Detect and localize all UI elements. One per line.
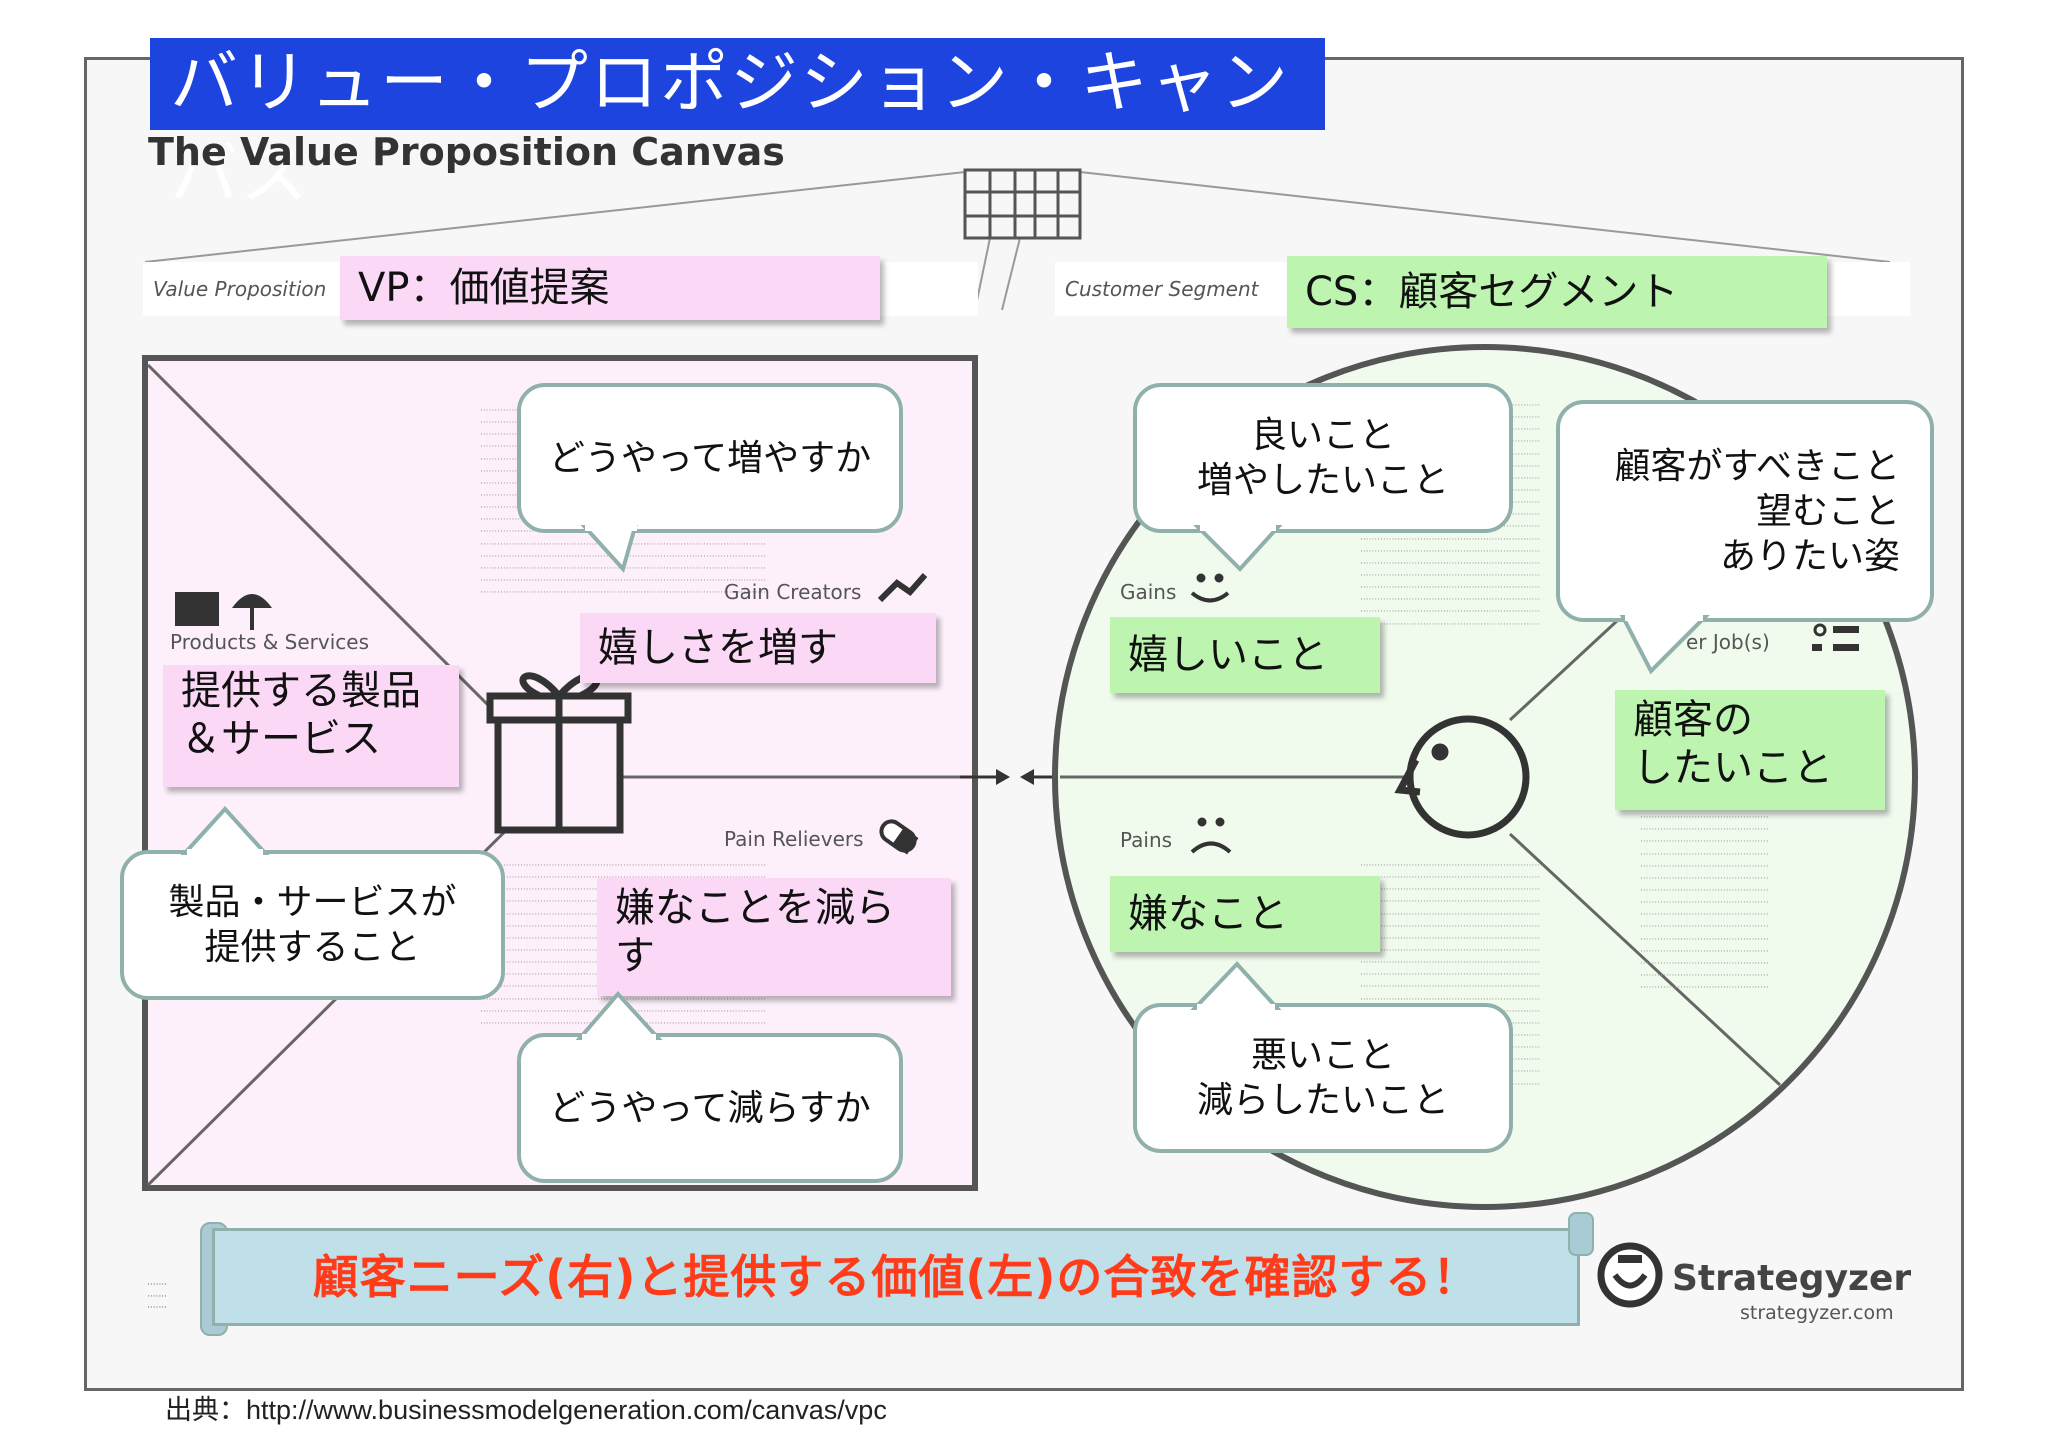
vp-note: VP：価値提案 [340, 256, 880, 320]
source-citation: 出典：http://www.businessmodelgeneration.co… [165, 1395, 887, 1425]
product-box-icon [175, 592, 219, 626]
products-bubble-tail [180, 806, 270, 855]
jobs-note: 顧客の したいこと [1615, 690, 1885, 810]
jobs-fine-print: ········································… [1640, 801, 1769, 994]
smiley-icon [1190, 573, 1230, 603]
gain-creators-bubble-tail [580, 525, 638, 574]
checklist-icon [1812, 623, 1859, 651]
gains-bubble-tail [1193, 525, 1283, 572]
gift-icon [486, 672, 632, 834]
pain-relievers-bubble-tail [575, 990, 663, 1040]
pain-relievers-bubble-text: どうやって減らすか [549, 1087, 871, 1129]
products-note: 提供する製品 ＆サービス [163, 665, 459, 787]
jobs-bubble-tail [1619, 615, 1710, 675]
arrow-right-icon [996, 769, 1010, 785]
brand-name: Strategyzer [1672, 1258, 1912, 1299]
gains-bubble-text: 良いこと 増やしたいこと [1196, 415, 1449, 501]
pain-relievers-label: Pain Relievers [724, 827, 864, 851]
banner-curl-right [1568, 1212, 1594, 1256]
pains-label: Pains [1120, 828, 1173, 852]
gains-note: 嬉しいこと [1110, 617, 1380, 693]
mini-canvas-icon [963, 168, 1082, 240]
conclusion-banner: 顧客ニーズ(右)と提供する価値(左)の合致を確認する！ [212, 1228, 1580, 1326]
gain-creators-note: 嬉しさを増す [580, 613, 936, 683]
gain-creators-bubble: どうやって増やすか [517, 383, 903, 533]
gains-bubble: 良いこと 増やしたいこと [1133, 383, 1513, 533]
page-title: バリュー・プロポジション・キャンバス [150, 38, 1325, 215]
trend-up-icon [877, 573, 928, 603]
customer-jobs-label: er Job(s) [1686, 630, 1770, 654]
jobs-bubble: 顧客がすべきこと 望むこと ありたい姿 [1556, 400, 1934, 622]
perspective-line-left [144, 171, 966, 263]
frown-icon [1190, 817, 1232, 854]
arrow-left-icon [1020, 769, 1034, 785]
strategyzer-logo-icon [1597, 1242, 1663, 1308]
pains-bubble-tail [1190, 961, 1282, 1010]
gain-creators-label: Gain Creators [724, 580, 862, 604]
copyright-fine-print: ····················· [147, 1280, 168, 1314]
gains-label: Gains [1120, 580, 1177, 604]
products-bubble-text: 製品・サービスが 提供すること [168, 882, 457, 968]
cs-note: CS：顧客セグメント [1287, 256, 1827, 328]
pains-note: 嫌なこと [1110, 876, 1380, 952]
gain-creators-bubble-text: どうやって増やすか [548, 437, 872, 479]
pain-relievers-note: 嫌なことを減ら す [597, 878, 951, 996]
products-bubble: 製品・サービスが 提供すること [120, 850, 505, 1000]
pains-bubble: 悪いこと 減らしたいこと [1133, 1003, 1513, 1153]
perspective-line-right [1079, 171, 1891, 263]
pain-relievers-bubble: どうやって減らすか [517, 1033, 903, 1183]
service-icon [232, 594, 272, 630]
pill-icon [879, 819, 919, 855]
jobs-bubble-text: 顧客がすべきこと 望むこと ありたい姿 [1614, 445, 1900, 577]
brand-url: strategyzer.com [1740, 1302, 1894, 1324]
pains-bubble-text: 悪いこと 減らしたいこと [1196, 1035, 1449, 1121]
canvas-title: The Value Proposition Canvas [148, 130, 785, 174]
face-icon [1394, 715, 1530, 839]
products-services-label: Products & Services [170, 630, 370, 654]
